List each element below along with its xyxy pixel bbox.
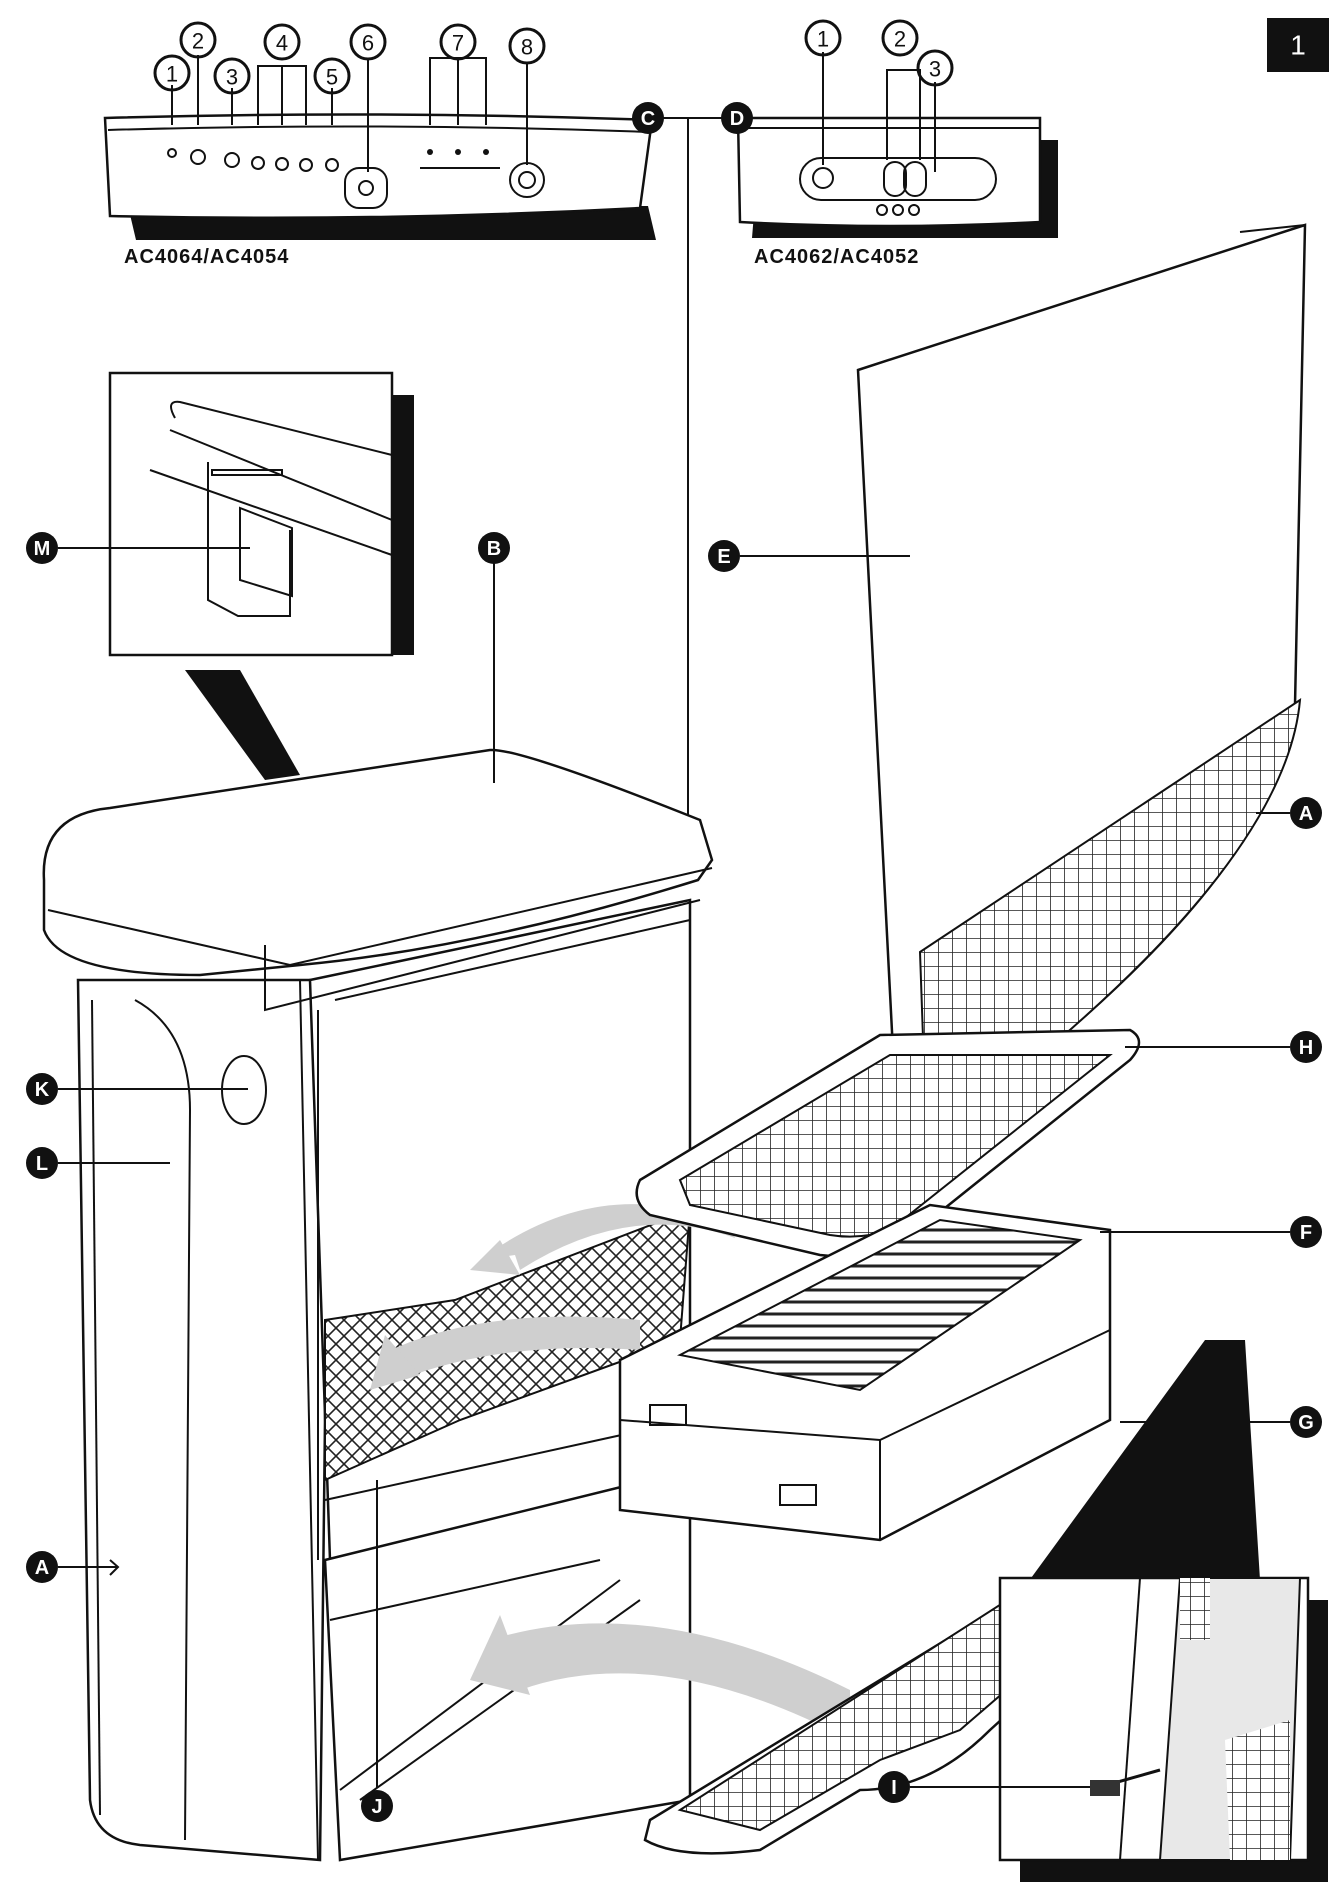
filter-h <box>635 1028 1141 1258</box>
svg-text:K: K <box>35 1079 50 1101</box>
label-l: L <box>26 1147 58 1179</box>
label-d: D <box>721 102 753 134</box>
left-callout-7: 7 <box>439 23 477 61</box>
right-callout-2: 2 <box>881 19 919 57</box>
label-j: J <box>361 1790 393 1822</box>
svg-text:M: M <box>34 538 51 560</box>
left-callout-3: 3 <box>213 57 251 95</box>
left-callout-8: 8 <box>508 27 546 65</box>
svg-text:7: 7 <box>452 31 464 56</box>
svg-text:A: A <box>35 1557 49 1579</box>
svg-text:3: 3 <box>929 57 941 82</box>
page-number-badge: 1 <box>1267 18 1329 72</box>
left-callout-6: 6 <box>349 23 387 61</box>
svg-text:G: G <box>1298 1412 1314 1434</box>
svg-text:J: J <box>371 1796 382 1818</box>
svg-text:E: E <box>717 546 730 568</box>
svg-text:F: F <box>1300 1222 1312 1244</box>
filter-f <box>618 1203 1112 1542</box>
left-callout-2: 2 <box>179 21 217 59</box>
svg-text:5: 5 <box>326 65 338 90</box>
label-k: K <box>26 1073 58 1105</box>
svg-text:H: H <box>1299 1037 1313 1059</box>
svg-text:2: 2 <box>894 27 906 52</box>
control-panel-right <box>736 52 1058 238</box>
label-i: I <box>878 1771 910 1803</box>
svg-text:I: I <box>891 1777 897 1799</box>
right-callout-1: 1 <box>804 19 842 57</box>
inset-bottom <box>998 1340 1328 1882</box>
label-a-back: A <box>1290 797 1322 829</box>
control-panel-left <box>103 55 656 240</box>
svg-text:B: B <box>487 538 501 560</box>
svg-text:8: 8 <box>521 35 533 60</box>
label-m: M <box>26 532 58 564</box>
svg-text:6: 6 <box>362 31 374 56</box>
svg-text:1: 1 <box>166 62 178 87</box>
label-h: H <box>1290 1031 1322 1063</box>
inset-top <box>108 371 414 780</box>
left-model-name: AC4064/AC4054 <box>124 246 289 268</box>
page-number: 1 <box>1290 30 1306 61</box>
leader-lines <box>58 547 1290 1788</box>
svg-text:D: D <box>730 108 744 130</box>
label-g: G <box>1290 1406 1322 1438</box>
svg-text:L: L <box>36 1153 48 1175</box>
svg-text:A: A <box>1299 803 1313 825</box>
label-b: B <box>478 532 510 564</box>
left-callout-5: 5 <box>313 57 351 95</box>
label-a-front: A <box>26 1551 58 1583</box>
front-panel <box>856 223 1307 1130</box>
svg-text:C: C <box>641 108 655 130</box>
svg-text:4: 4 <box>276 31 288 56</box>
panel-connector-line <box>650 117 740 832</box>
svg-text:1: 1 <box>817 27 829 52</box>
right-model-name: AC4062/AC4052 <box>754 246 919 268</box>
left-callout-4: 4 <box>263 23 301 61</box>
label-e: E <box>708 540 740 572</box>
right-callout-3: 3 <box>916 49 954 87</box>
left-callout-1: 1 <box>153 54 191 92</box>
svg-text:2: 2 <box>192 29 204 54</box>
svg-text:3: 3 <box>226 65 238 90</box>
label-f: F <box>1290 1216 1322 1248</box>
label-c: C <box>632 102 664 134</box>
